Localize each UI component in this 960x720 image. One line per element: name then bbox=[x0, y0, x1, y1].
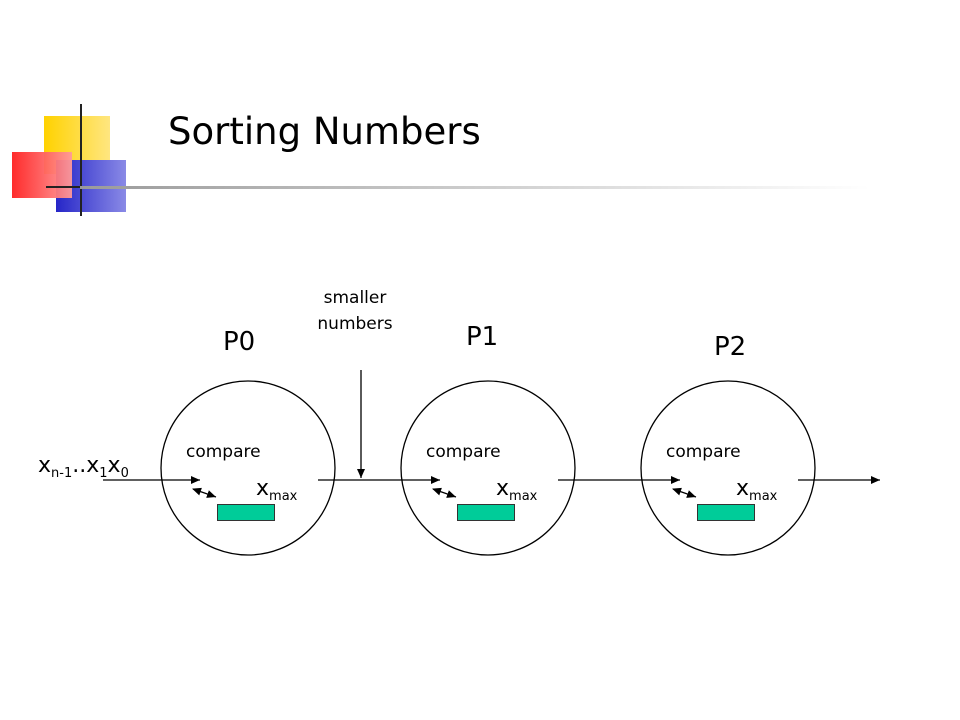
smaller-numbers-note: smaller numbers bbox=[300, 285, 410, 337]
register-sub-p2: max bbox=[749, 489, 778, 504]
seq-x-base-3: x bbox=[107, 453, 121, 478]
processor-p2-circle bbox=[640, 380, 816, 556]
compare-label-p1: compare bbox=[426, 442, 501, 462]
logo-vertical-line bbox=[80, 104, 82, 216]
register-box-p0 bbox=[217, 504, 275, 521]
processor-label-p1: P1 bbox=[466, 322, 499, 352]
note-line-1: smaller bbox=[323, 288, 387, 308]
processor-p0-circle bbox=[160, 380, 336, 556]
slide-title: Sorting Numbers bbox=[168, 110, 481, 153]
processor-label-p0: P0 bbox=[223, 327, 256, 357]
seq-x-base-1: x bbox=[38, 453, 52, 478]
register-label-p2: xmax bbox=[736, 477, 777, 509]
compare-label-p2: compare bbox=[666, 442, 741, 462]
register-base-p1: x bbox=[496, 476, 510, 501]
register-base-p2: x bbox=[736, 476, 750, 501]
title-underline bbox=[80, 186, 870, 189]
register-label-p1: xmax bbox=[496, 477, 537, 509]
note-line-2: numbers bbox=[317, 314, 393, 334]
register-sub-p0: max bbox=[269, 489, 298, 504]
compare-label-p0: compare bbox=[186, 442, 261, 462]
compare-arrow-p2 bbox=[672, 487, 697, 498]
seq-x-sub-3: 0 bbox=[120, 466, 129, 481]
register-label-p0: xmax bbox=[256, 477, 297, 509]
register-sub-p1: max bbox=[509, 489, 538, 504]
processor-label-p2: P2 bbox=[714, 332, 747, 362]
register-box-p1 bbox=[457, 504, 515, 521]
compare-arrow-p0 bbox=[192, 487, 217, 498]
register-box-p2 bbox=[697, 504, 755, 521]
input-sequence: xn-1..x1x0 bbox=[38, 452, 129, 488]
seq-x-sub-2: 1 bbox=[99, 466, 108, 481]
seq-x-sub-1: n-1 bbox=[51, 466, 73, 481]
logo-red-square bbox=[12, 152, 72, 198]
compare-arrow-p1 bbox=[432, 487, 457, 498]
register-base-p0: x bbox=[256, 476, 270, 501]
processor-p1-circle bbox=[400, 380, 576, 556]
seq-x-base-2: x bbox=[86, 453, 100, 478]
seq-dots: .. bbox=[72, 453, 87, 478]
